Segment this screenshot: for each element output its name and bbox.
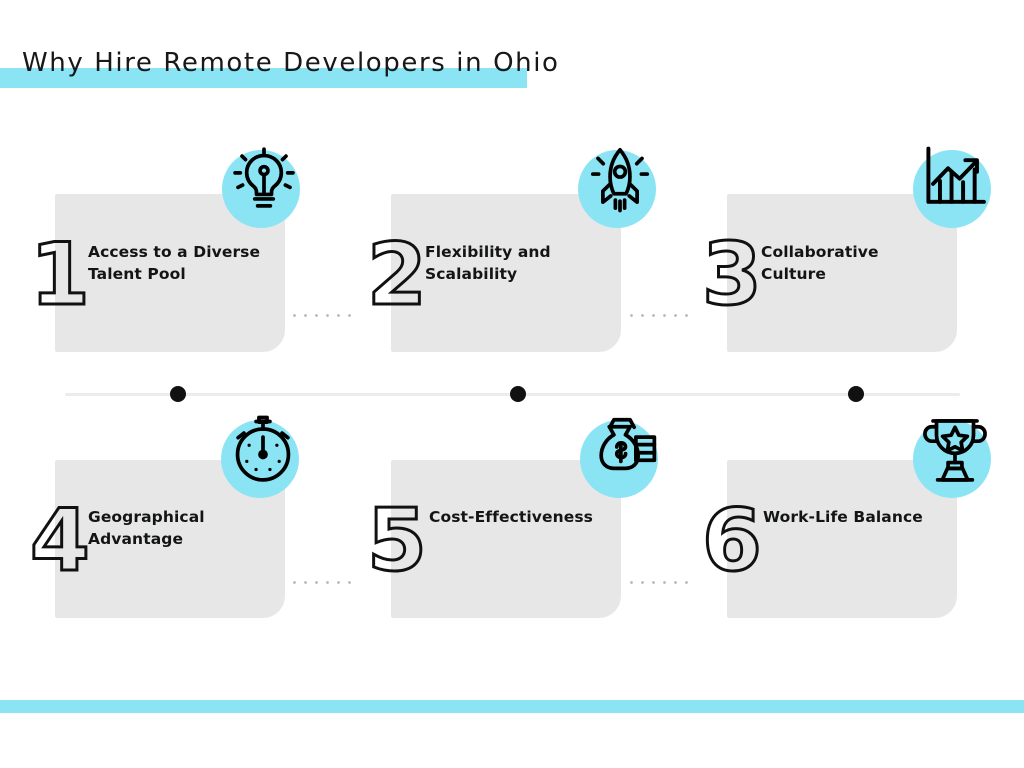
card-title-3: Collaborative Culture <box>761 243 879 284</box>
title-highlight-bar <box>0 68 527 88</box>
icon-badge-disc-1 <box>222 150 300 228</box>
money-bag-icon <box>580 417 658 498</box>
timeline-dot-1 <box>170 386 186 402</box>
lightbulb-icon <box>222 147 300 228</box>
card-title-6: Work-Life Balance <box>763 508 923 526</box>
dotted-connector-bottom-2 <box>626 581 692 584</box>
card-3[interactable] <box>727 194 957 352</box>
card-number-2: 2 <box>366 225 429 325</box>
growth-chart-icon <box>913 146 991 228</box>
dotted-connector-bottom-1 <box>289 581 355 584</box>
card-number-3: 3 <box>701 225 764 325</box>
card-title-2: Flexibility and Scalability <box>425 243 551 284</box>
card-title-4: Geographical Advantage <box>88 508 205 549</box>
card-6[interactable] <box>727 460 957 618</box>
icon-badge-disc-2 <box>578 150 656 228</box>
page-title: Why Hire Remote Developers in Ohio <box>22 48 560 78</box>
dotted-connector-top-1 <box>289 314 355 317</box>
footer-accent-bar <box>0 700 1024 713</box>
rocket-icon <box>578 147 656 228</box>
stopwatch-icon <box>221 415 299 498</box>
card-5[interactable] <box>391 460 621 618</box>
card-number-6: 6 <box>701 491 764 591</box>
timeline-dot-2 <box>510 386 526 402</box>
card-number-1: 1 <box>29 225 92 325</box>
dotted-connector-top-2 <box>626 314 692 317</box>
timeline-dot-3 <box>848 386 864 402</box>
card-number-4: 4 <box>29 491 92 591</box>
card-title-5: Cost-Effectiveness <box>429 508 594 526</box>
card-2[interactable] <box>391 194 621 352</box>
trophy-icon <box>913 419 991 498</box>
card-number-5: 5 <box>366 491 429 591</box>
card-title-1: Access to a Diverse Talent Pool <box>88 243 261 284</box>
icon-badge-disc-4 <box>221 420 299 498</box>
